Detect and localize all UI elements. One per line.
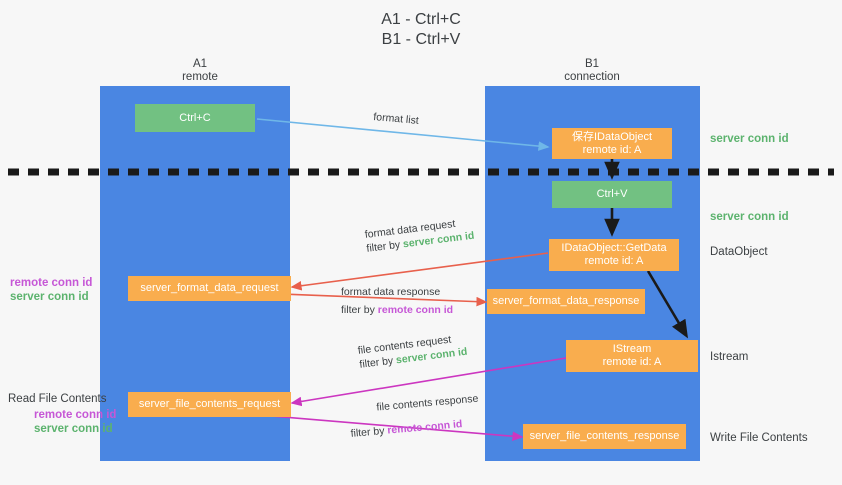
side-label-left-middle: remote conn id server conn id bbox=[10, 276, 92, 304]
lane-header-b1: B1 connection bbox=[532, 58, 652, 84]
box-ctrl-v-label: Ctrl+V bbox=[596, 188, 628, 200]
annotation-format-list-text: format list bbox=[372, 110, 420, 127]
annotation-file-contents-response-text: file contents response bbox=[375, 392, 479, 414]
annotation-format-data-request: format data request filter by server con… bbox=[364, 215, 475, 256]
diagram-title: A1 - Ctrl+C B1 - Ctrl+V bbox=[0, 10, 842, 50]
title-line-1: A1 - Ctrl+C bbox=[381, 11, 461, 28]
annotation-file-contents-request-filter-prefix: filter by bbox=[358, 354, 397, 371]
box-server-format-data-request-label: server_format_data_request bbox=[140, 282, 279, 294]
lane-b1-sub: connection bbox=[564, 71, 620, 83]
box-server-format-data-response[interactable]: server_format_data_response bbox=[487, 289, 645, 314]
lane-a1-name: A1 bbox=[192, 58, 208, 70]
side-label-left-bottom-server: server conn id bbox=[34, 423, 113, 435]
annotation-format-data-response-filter-prefix: filter by bbox=[341, 304, 378, 316]
side-label-istream: Istream bbox=[710, 351, 749, 363]
box-server-format-data-request[interactable]: server_format_data_request bbox=[128, 276, 291, 301]
annotation-file-contents-request: file contents request filter by server c… bbox=[357, 331, 468, 372]
side-label-right-server-conn-top: server conn id bbox=[710, 133, 789, 145]
side-label-left-middle-remote: remote conn id bbox=[10, 277, 93, 289]
lane-a1-sub: remote bbox=[182, 71, 218, 83]
annotation-format-list: format list bbox=[373, 110, 420, 128]
box-idataobject-getdata[interactable]: IDataObject::GetData remote id: A bbox=[549, 239, 679, 271]
annotation-format-data-response-filter: filter by remote conn id bbox=[341, 303, 453, 317]
side-label-dataobject: DataObject bbox=[710, 246, 768, 258]
side-label-read-file-contents: Read File Contents bbox=[8, 393, 107, 405]
box-istream[interactable]: IStream remote id: A bbox=[566, 340, 698, 372]
box-istream-line2: remote id: A bbox=[602, 356, 662, 368]
title-line-2: B1 - Ctrl+V bbox=[381, 31, 461, 48]
box-ctrl-c-label: Ctrl+C bbox=[179, 111, 211, 124]
annotation-file-contents-response-filter: filter by remote conn id bbox=[350, 416, 481, 441]
lane-b1-name: B1 bbox=[584, 58, 600, 70]
annotation-format-data-response-filter-key: remote conn id bbox=[377, 304, 454, 316]
box-getdata-line1: IDataObject::GetData bbox=[561, 242, 667, 254]
lane-header-a1: A1 remote bbox=[140, 58, 260, 84]
box-ctrl-v[interactable]: Ctrl+V bbox=[552, 181, 672, 208]
side-label-right-server-conn-second: server conn id bbox=[710, 211, 789, 223]
box-ctrl-c[interactable]: Ctrl+C bbox=[135, 104, 255, 132]
box-save-idataobject-line1: 保存IDataObject bbox=[571, 130, 653, 143]
annotation-file-contents-response: file contents response filter by remote … bbox=[348, 392, 481, 441]
annotation-format-data-response-text: format data response bbox=[341, 286, 441, 298]
box-save-idataobject[interactable]: 保存IDataObject remote id: A bbox=[552, 128, 672, 159]
annotation-format-data-request-filter-prefix: filter by bbox=[365, 238, 404, 255]
annotation-format-data-response: format data response filter by remote co… bbox=[341, 285, 453, 317]
box-getdata-line2: remote id: A bbox=[584, 255, 644, 267]
box-server-file-contents-request-label: server_file_contents_request bbox=[138, 398, 281, 410]
box-server-format-data-response-label: server_format_data_response bbox=[492, 295, 640, 307]
annotation-file-contents-response-filter-prefix: filter by bbox=[350, 424, 388, 440]
side-label-left-middle-server: server conn id bbox=[10, 291, 89, 303]
annotation-file-contents-response-filter-key: remote conn id bbox=[386, 418, 463, 437]
box-server-file-contents-response-label: server_file_contents_response bbox=[529, 430, 680, 442]
side-label-write-file-contents: Write File Contents bbox=[710, 432, 808, 444]
box-server-file-contents-response[interactable]: server_file_contents_response bbox=[523, 424, 686, 449]
box-save-idataobject-line2: remote id: A bbox=[582, 143, 642, 156]
box-server-file-contents-request[interactable]: server_file_contents_request bbox=[128, 392, 291, 417]
side-label-left-bottom-remote: remote conn id bbox=[34, 409, 117, 421]
side-label-read-file-contents-group: Read File Contents remote conn id server… bbox=[8, 392, 116, 436]
box-istream-line1: IStream bbox=[612, 343, 652, 355]
